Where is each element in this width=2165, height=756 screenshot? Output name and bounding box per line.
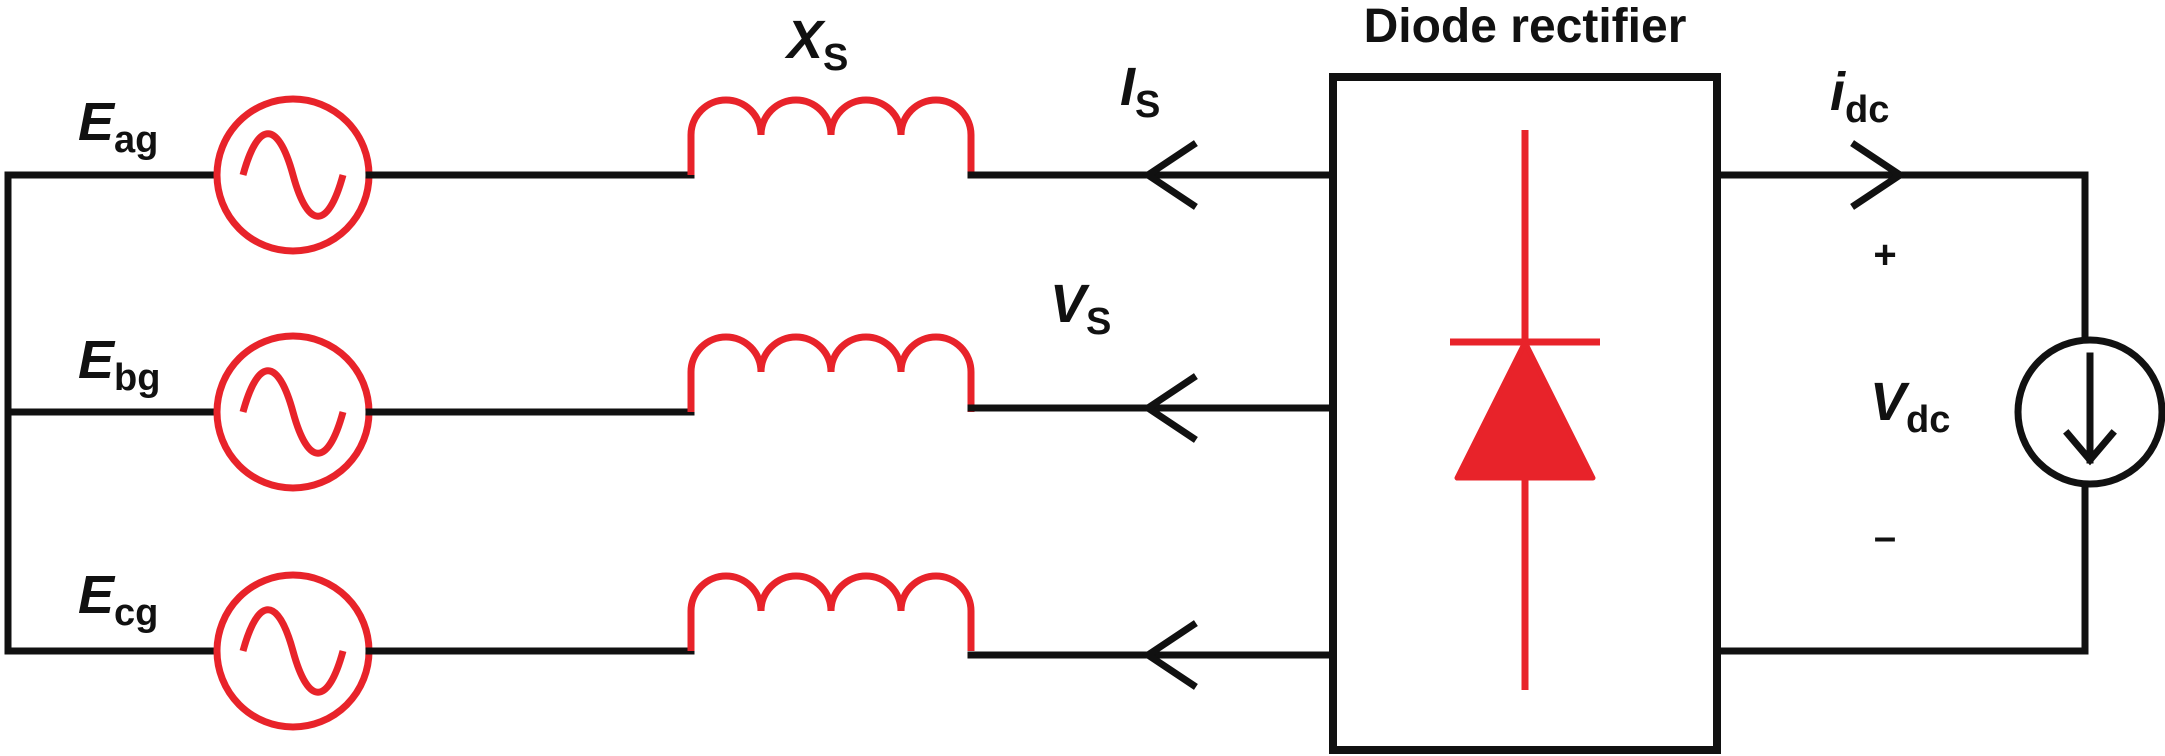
- reactance-label: XS: [784, 10, 848, 79]
- phase-b-sine-icon: [239, 367, 347, 457]
- reactance-main: X: [784, 10, 826, 70]
- source-current-label: IS: [1120, 57, 1160, 126]
- positive-polarity-label: +: [1873, 233, 1896, 277]
- phase-c-arrow-icon: [1141, 620, 1198, 690]
- phase-b-line: [4, 332, 1337, 492]
- source-c-sub: cg: [114, 592, 158, 634]
- phase-a-inductor-icon: [687, 96, 975, 175]
- source-current-main: I: [1120, 57, 1136, 117]
- phase-a-line: [4, 95, 1337, 255]
- source-a-label: Eag: [78, 92, 158, 161]
- reactance-sub: S: [823, 37, 848, 79]
- source-a-sub: ag: [114, 119, 158, 161]
- negative-polarity-label: –: [1874, 515, 1896, 559]
- source-voltage-label: VS: [1050, 274, 1111, 343]
- rectifier-box: [1329, 73, 1721, 754]
- idc-arrow-icon: [1850, 140, 1907, 210]
- source-a-main: E: [78, 92, 116, 152]
- source-c-main: E: [78, 565, 116, 625]
- current-source-icon: [2014, 336, 2165, 488]
- source-voltage-sub: S: [1086, 301, 1111, 343]
- current-source-arrow-icon: [2063, 352, 2117, 466]
- dc-voltage-sub: dc: [1906, 399, 1950, 441]
- dc-current-label: idc: [1830, 62, 1889, 131]
- dc-voltage-label: Vdc: [1870, 372, 1950, 441]
- phase-c-inductor-icon: [687, 572, 975, 651]
- source-c-label: Ecg: [78, 565, 158, 634]
- dc-current-main: i: [1830, 62, 1846, 122]
- source-b-label: Ebg: [78, 330, 160, 399]
- dc-positive-wire: [1713, 171, 2089, 344]
- rectifier-title: Diode rectifier: [1364, 0, 1687, 53]
- dc-voltage-main: V: [1870, 372, 1910, 432]
- diode-icon: [1450, 130, 1600, 690]
- phase-c-sine-icon: [239, 606, 347, 696]
- dc-negative-wire: [1713, 480, 2089, 655]
- source-b-main: E: [78, 330, 116, 390]
- source-b-sub: bg: [114, 357, 160, 399]
- phase-b-arrow-icon: [1141, 373, 1198, 443]
- diode-triangle: [1454, 339, 1596, 481]
- dc-current-sub: dc: [1845, 89, 1889, 131]
- phase-a-arrow-icon: [1141, 140, 1198, 210]
- source-current-sub: S: [1135, 84, 1160, 126]
- phase-b-inductor-icon: [687, 333, 975, 412]
- source-voltage-main: V: [1050, 274, 1090, 334]
- phase-a-sine-icon: [239, 130, 347, 220]
- phase-c-line: [4, 571, 1337, 731]
